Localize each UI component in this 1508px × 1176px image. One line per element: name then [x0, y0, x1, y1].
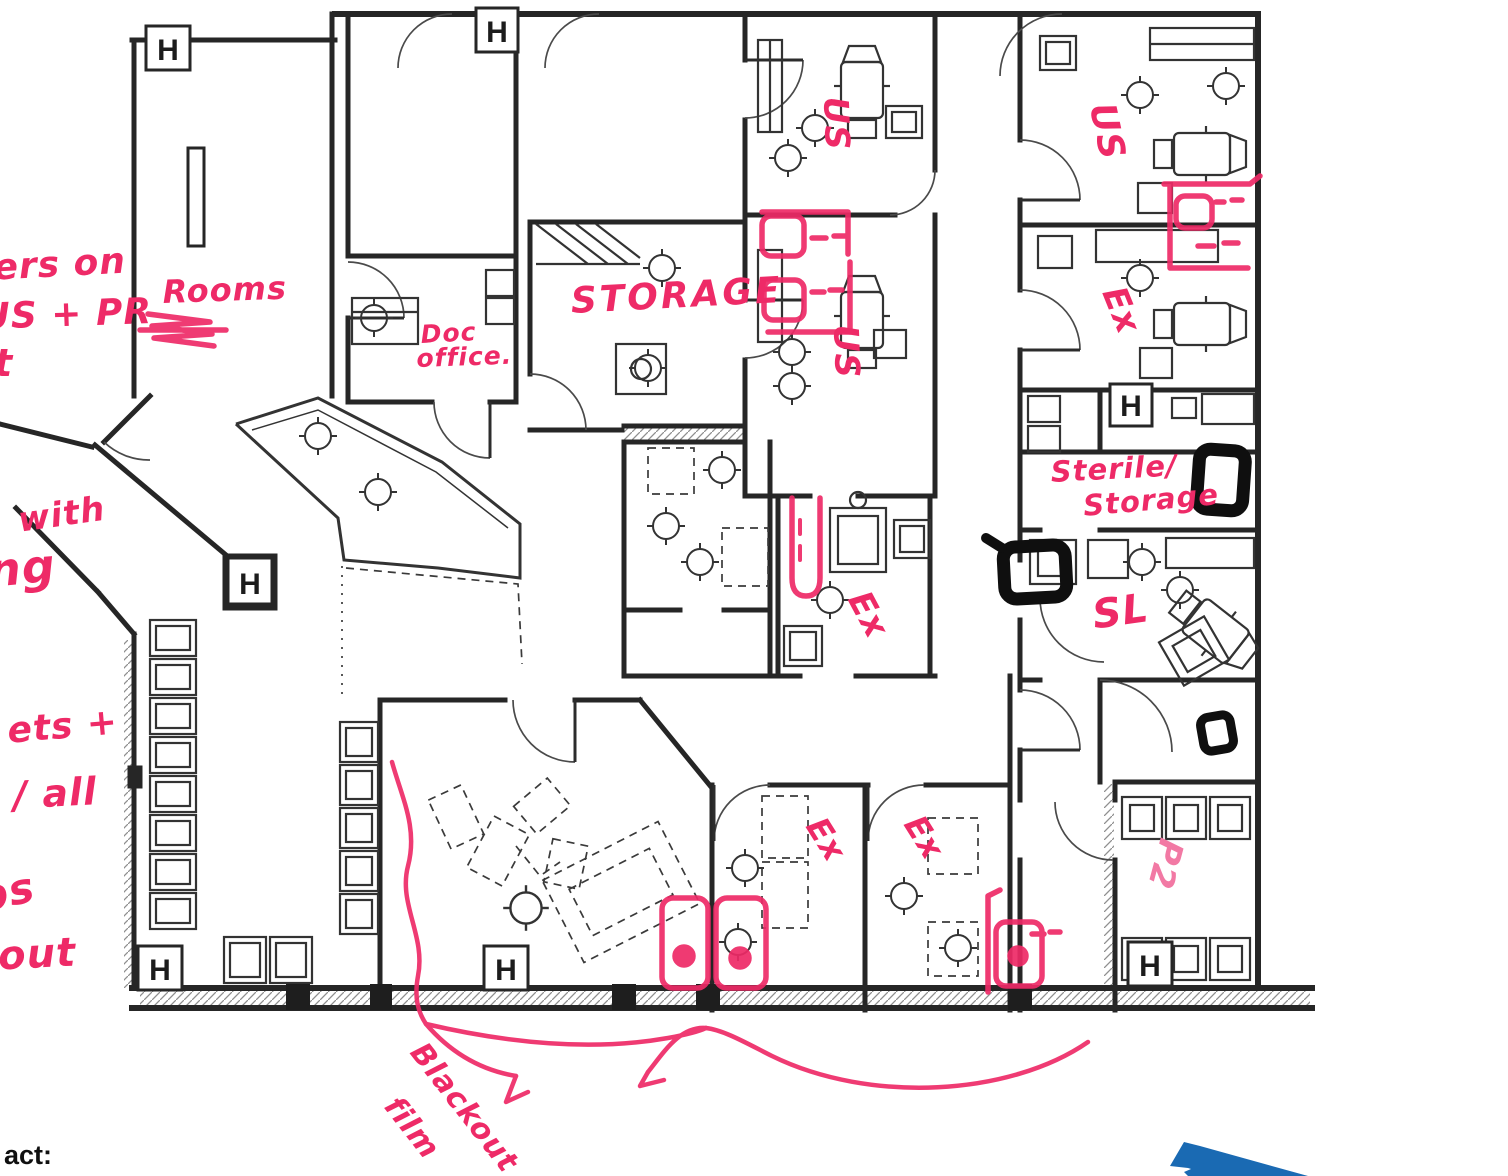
svg-text:H: H — [1120, 390, 1142, 423]
note-ng-fragment: ng — [0, 538, 58, 598]
note-top-left-line3: t — [0, 344, 13, 382]
label-doc-office-line2: office. — [415, 340, 513, 373]
svg-text:H: H — [486, 16, 508, 49]
column-markers: H H H H H H H — [136, 6, 1174, 992]
column-marker-h: H — [144, 24, 192, 72]
column-marker-h: H — [136, 944, 184, 992]
walls — [0, 11, 1315, 1013]
column-squares — [286, 984, 1032, 1010]
svg-text:H: H — [495, 954, 517, 987]
column-marker-h: H — [482, 944, 530, 992]
dashed-equipment — [341, 447, 979, 977]
svg-text:H: H — [149, 954, 171, 987]
svg-text:H: H — [1139, 950, 1161, 983]
black-marker-squares — [981, 442, 1252, 756]
column-marker-h: H — [474, 6, 520, 54]
svg-text:H: H — [157, 34, 179, 67]
label-us-room-mid: US — [825, 323, 867, 380]
svg-text:H: H — [239, 568, 261, 601]
note-ets-fragment: ets + — [5, 701, 120, 752]
label-us-room-top: US — [815, 95, 857, 152]
note-yout-fragment: yout — [0, 929, 78, 981]
column-marker-h: H — [226, 556, 274, 606]
note-top-left-line2: US + PR — [0, 291, 153, 338]
label-us-room-right: US — [1080, 99, 1133, 164]
company-logo — [1170, 1142, 1308, 1176]
pink-marker-shapes — [137, 173, 1263, 1105]
struck-out-word-scribble — [137, 311, 229, 349]
printed-fragment: act: — [4, 1140, 53, 1170]
note-top-left-line1: ners on — [0, 240, 127, 290]
column-marker-h: H — [1108, 382, 1154, 428]
column-marker-h: H — [1126, 940, 1174, 988]
door-arcs — [103, 13, 1173, 861]
note-all-fragment: l / all — [0, 769, 99, 819]
note-rooms-label: Rooms — [161, 268, 288, 311]
furniture — [148, 26, 1269, 985]
label-sl-room: SL — [1089, 585, 1152, 639]
